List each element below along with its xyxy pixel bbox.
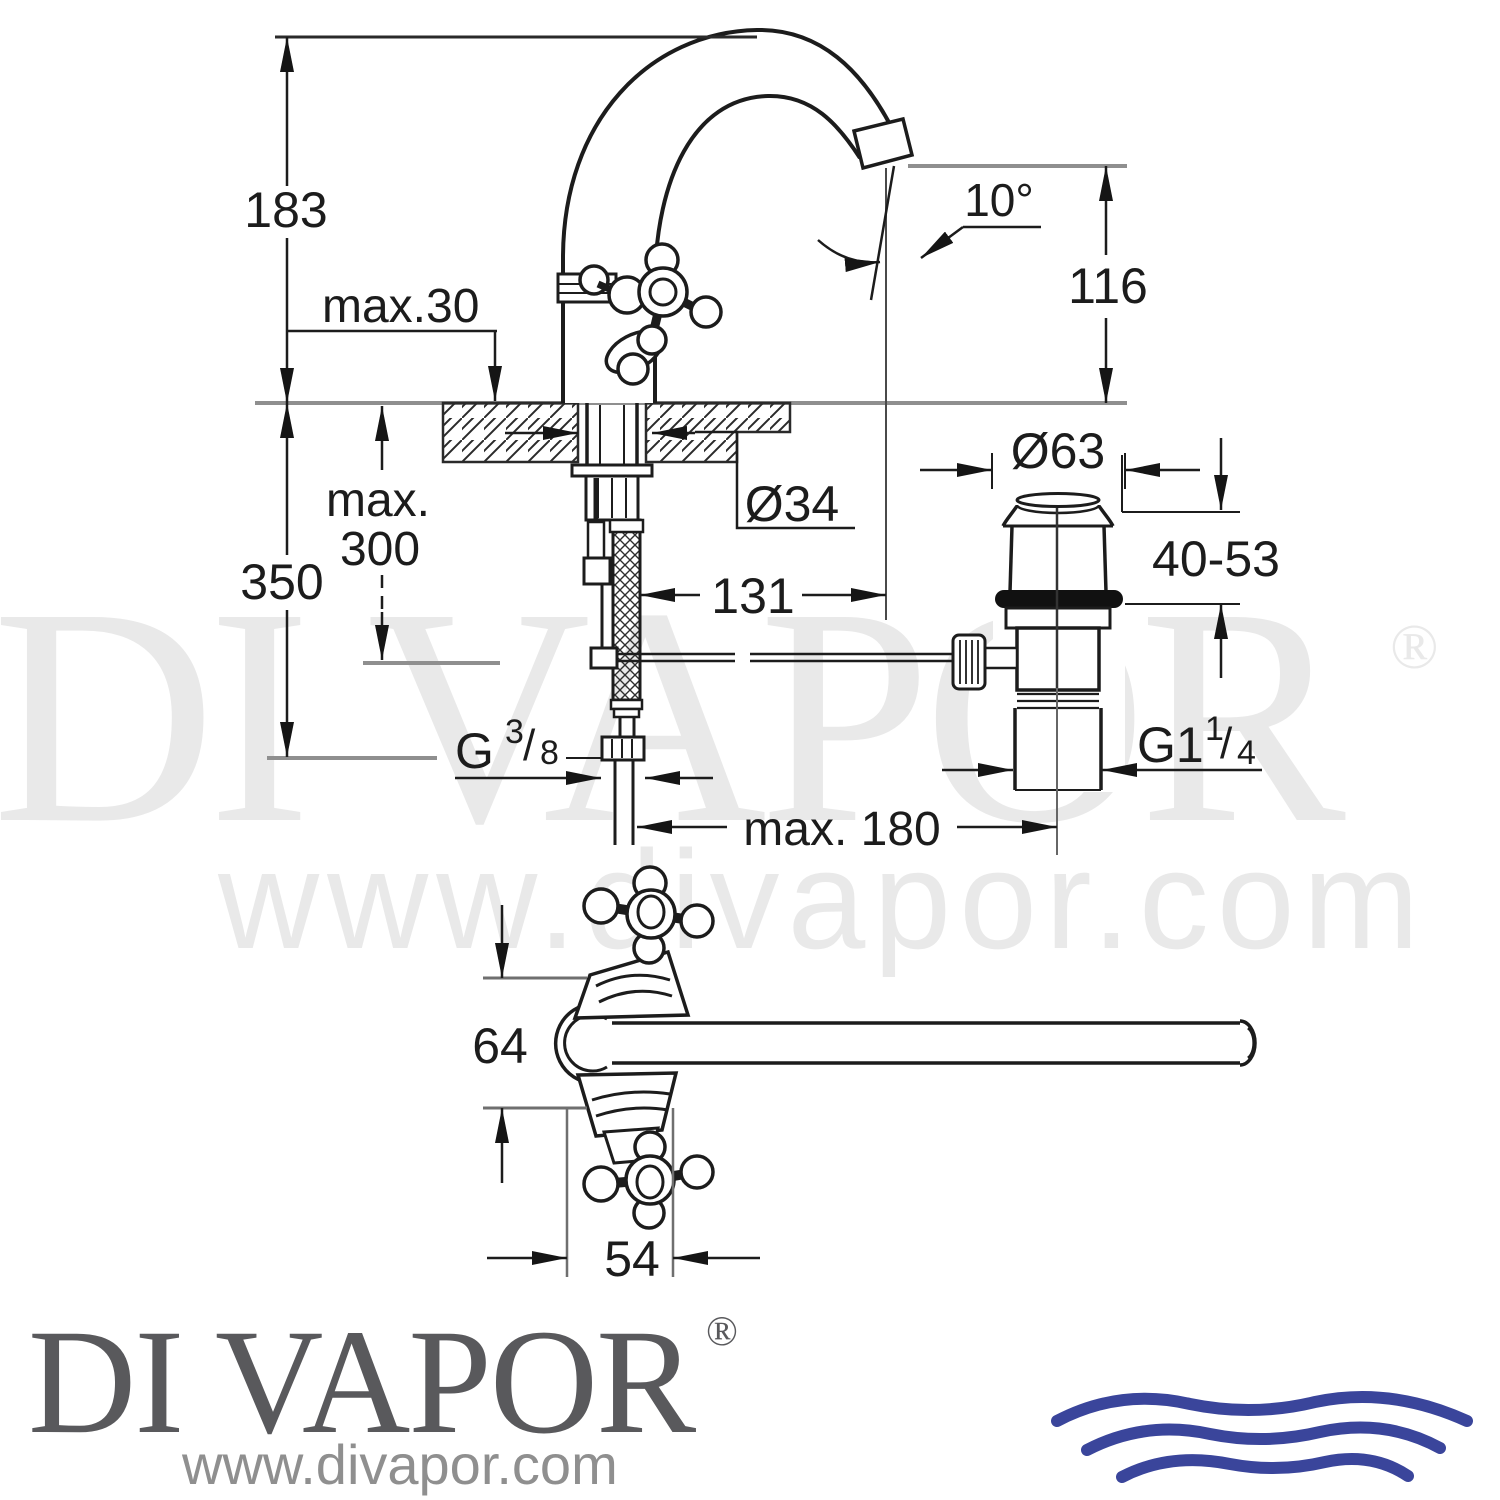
g38-sub: 8 — [540, 734, 559, 772]
spout-outer-curve — [561, 27, 895, 403]
g114-slash: / — [1220, 719, 1233, 768]
fixing-stud — [586, 520, 606, 560]
waste-cap — [1015, 492, 1101, 508]
g114-sup: 1 — [1205, 710, 1224, 748]
label-dia63: Ø63 — [1011, 423, 1106, 479]
divapor-logo-text: DI VAPOR — [28, 1299, 696, 1465]
g114-sub: 4 — [1237, 734, 1256, 772]
spout-aerator — [851, 116, 915, 171]
flexible-hose — [611, 518, 642, 702]
dimension-lines — [275, 35, 1262, 834]
label-dia34: Ø34 — [745, 476, 840, 532]
label-116: 116 — [1068, 258, 1148, 314]
label-10deg: 10° — [964, 174, 1034, 226]
watermark-registered-icon: ® — [1390, 611, 1439, 682]
divapor-url-text: www.divapor.com — [181, 1433, 618, 1496]
label-g114: G1 1 / 4 — [1137, 710, 1256, 773]
grohe-waves-icon — [1051, 1390, 1473, 1483]
angle-annotation — [817, 165, 1041, 620]
label-64: 64 — [472, 1018, 528, 1074]
divapor-logo: DI VAPOR ® www.divapor.com — [28, 1299, 738, 1496]
label-183: 183 — [244, 182, 327, 238]
label-54: 54 — [604, 1231, 660, 1287]
front-handle-knob-bottom — [636, 324, 668, 356]
dimension-labels: 183 max.30 10° 116 max. 300 350 Ø34 Ø63 … — [240, 174, 1280, 856]
label-350: 350 — [240, 554, 323, 610]
footer: DI VAPOR ® www.divapor.com — [28, 1299, 1473, 1496]
watermark-brand-text: DI VAPOR — [0, 545, 1347, 888]
label-300: 300 — [340, 523, 420, 576]
spout-inner-curve — [653, 93, 862, 403]
under-counter-assembly — [570, 403, 654, 845]
pop-up-waste — [951, 492, 1125, 855]
g114-main: G1 — [1137, 717, 1204, 773]
grohe-logo — [1051, 1390, 1473, 1483]
watermark-layer: DI VAPOR ® www.divapor.com — [0, 545, 1439, 978]
label-max30: max.30 — [322, 280, 479, 333]
top-view-handle-lower — [582, 1130, 715, 1230]
waste-rod-knob — [951, 633, 987, 691]
top-view-dimensions: 64 54 — [472, 905, 760, 1287]
cross-handles-side — [578, 242, 723, 386]
stud-block — [582, 556, 612, 586]
label-131: 131 — [711, 568, 794, 624]
watermark-url-text: www.divapor.com — [217, 821, 1427, 978]
front-handle-knob-right — [689, 295, 723, 329]
mounting-washer — [570, 463, 654, 478]
label-40-53: 40-53 — [1152, 531, 1280, 587]
waste-seal-ring — [995, 590, 1123, 608]
pop-up-rod — [589, 646, 952, 670]
top-view-drawing: 64 54 — [472, 865, 1257, 1287]
label-g38: G 3 / 8 — [455, 713, 559, 779]
g38-slash: / — [523, 721, 536, 770]
label-max-word: max. — [326, 474, 430, 527]
g38-sup: 3 — [505, 713, 524, 751]
g38-main: G — [455, 723, 494, 779]
lower-valve-body — [575, 1071, 679, 1138]
side-view-drawing: 183 max.30 10° 116 max. 300 350 Ø34 Ø63 … — [240, 27, 1280, 856]
top-view-handle-upper — [582, 865, 715, 965]
label-max180: max. 180 — [743, 803, 940, 856]
divapor-registered-icon: ® — [706, 1309, 738, 1355]
